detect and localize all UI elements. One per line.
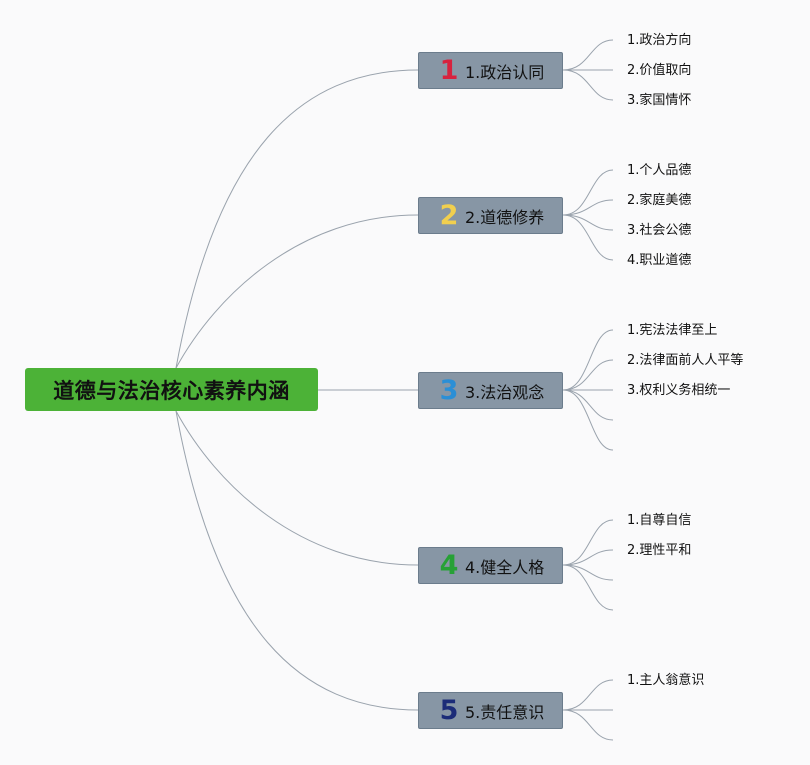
branch-political-identity[interactable]: 1 1.政治认同 <box>418 52 563 89</box>
branch-sense-of-responsibility[interactable]: 5 5.责任意识 <box>418 692 563 729</box>
branch-to-leaf-curve <box>562 549 614 566</box>
branch-to-leaf-curve <box>562 169 614 216</box>
root-to-branch-curve <box>175 410 419 566</box>
leaf-topic[interactable]: 1.宪法法律至上 <box>627 323 718 338</box>
number-5-icon: 5 <box>439 695 459 726</box>
leaf-topic[interactable]: 2.家庭美德 <box>627 193 692 208</box>
number-4-icon: 4 <box>439 550 459 581</box>
leaf-topic[interactable]: 1.个人品德 <box>627 163 692 178</box>
branch-to-leaf-curve <box>562 69 614 101</box>
leaf-topic[interactable]: 1.自尊自信 <box>627 513 692 528</box>
root-topic[interactable]: 道德与法治核心素养内涵 <box>25 368 318 411</box>
branch-to-leaf-curve <box>562 679 614 711</box>
branch-sound-personality[interactable]: 4 4.健全人格 <box>418 547 563 584</box>
branch-to-leaf-curve <box>562 199 614 216</box>
branch-moral-cultivation[interactable]: 2 2.道德修养 <box>418 197 563 234</box>
leaf-topic[interactable]: 3.社会公德 <box>627 223 692 238</box>
number-2-icon: 2 <box>439 200 459 231</box>
branch-to-leaf-curve <box>562 709 614 741</box>
branch-to-leaf-curve <box>562 564 614 611</box>
branch-rule-of-law[interactable]: 3 3.法治观念 <box>418 372 563 409</box>
root-to-branch-curve <box>175 214 419 369</box>
branch-to-leaf-curve <box>562 564 614 581</box>
leaf-topic[interactable]: 2.法律面前人人平等 <box>627 353 744 368</box>
leaf-topic[interactable]: 3.家国情怀 <box>627 93 692 108</box>
branch-label: 2.道德修养 <box>465 207 545 227</box>
leaf-topic[interactable]: 4.职业道德 <box>627 253 692 268</box>
root-to-branch-curve <box>175 410 419 711</box>
branch-to-leaf-curve <box>562 329 614 391</box>
leaf-topic[interactable]: 2.价值取向 <box>627 63 692 78</box>
branch-label: 4.健全人格 <box>465 557 545 577</box>
number-3-icon: 3 <box>439 375 459 406</box>
root-topic-label: 道德与法治核心素养内涵 <box>53 378 290 403</box>
leaf-topic[interactable]: 1.主人翁意识 <box>627 673 705 688</box>
branch-label: 1.政治认同 <box>465 62 545 82</box>
branch-to-leaf-curve <box>562 214 614 231</box>
branch-label: 3.法治观念 <box>465 382 545 402</box>
leaf-topic[interactable]: 2.理性平和 <box>627 543 692 558</box>
root-to-branch-curve <box>175 69 419 369</box>
branch-to-leaf-curve <box>562 389 614 451</box>
branch-to-leaf-curve <box>562 519 614 566</box>
branch-label: 5.责任意识 <box>465 702 545 722</box>
number-1-icon: 1 <box>439 55 459 86</box>
leaf-topic[interactable]: 1.政治方向 <box>627 33 692 48</box>
branch-to-leaf-curve <box>562 39 614 71</box>
branch-to-leaf-curve <box>562 389 614 421</box>
leaf-topic[interactable]: 3.权利义务相统一 <box>627 383 731 398</box>
branch-to-leaf-curve <box>562 214 614 261</box>
branch-to-leaf-curve <box>562 359 614 391</box>
